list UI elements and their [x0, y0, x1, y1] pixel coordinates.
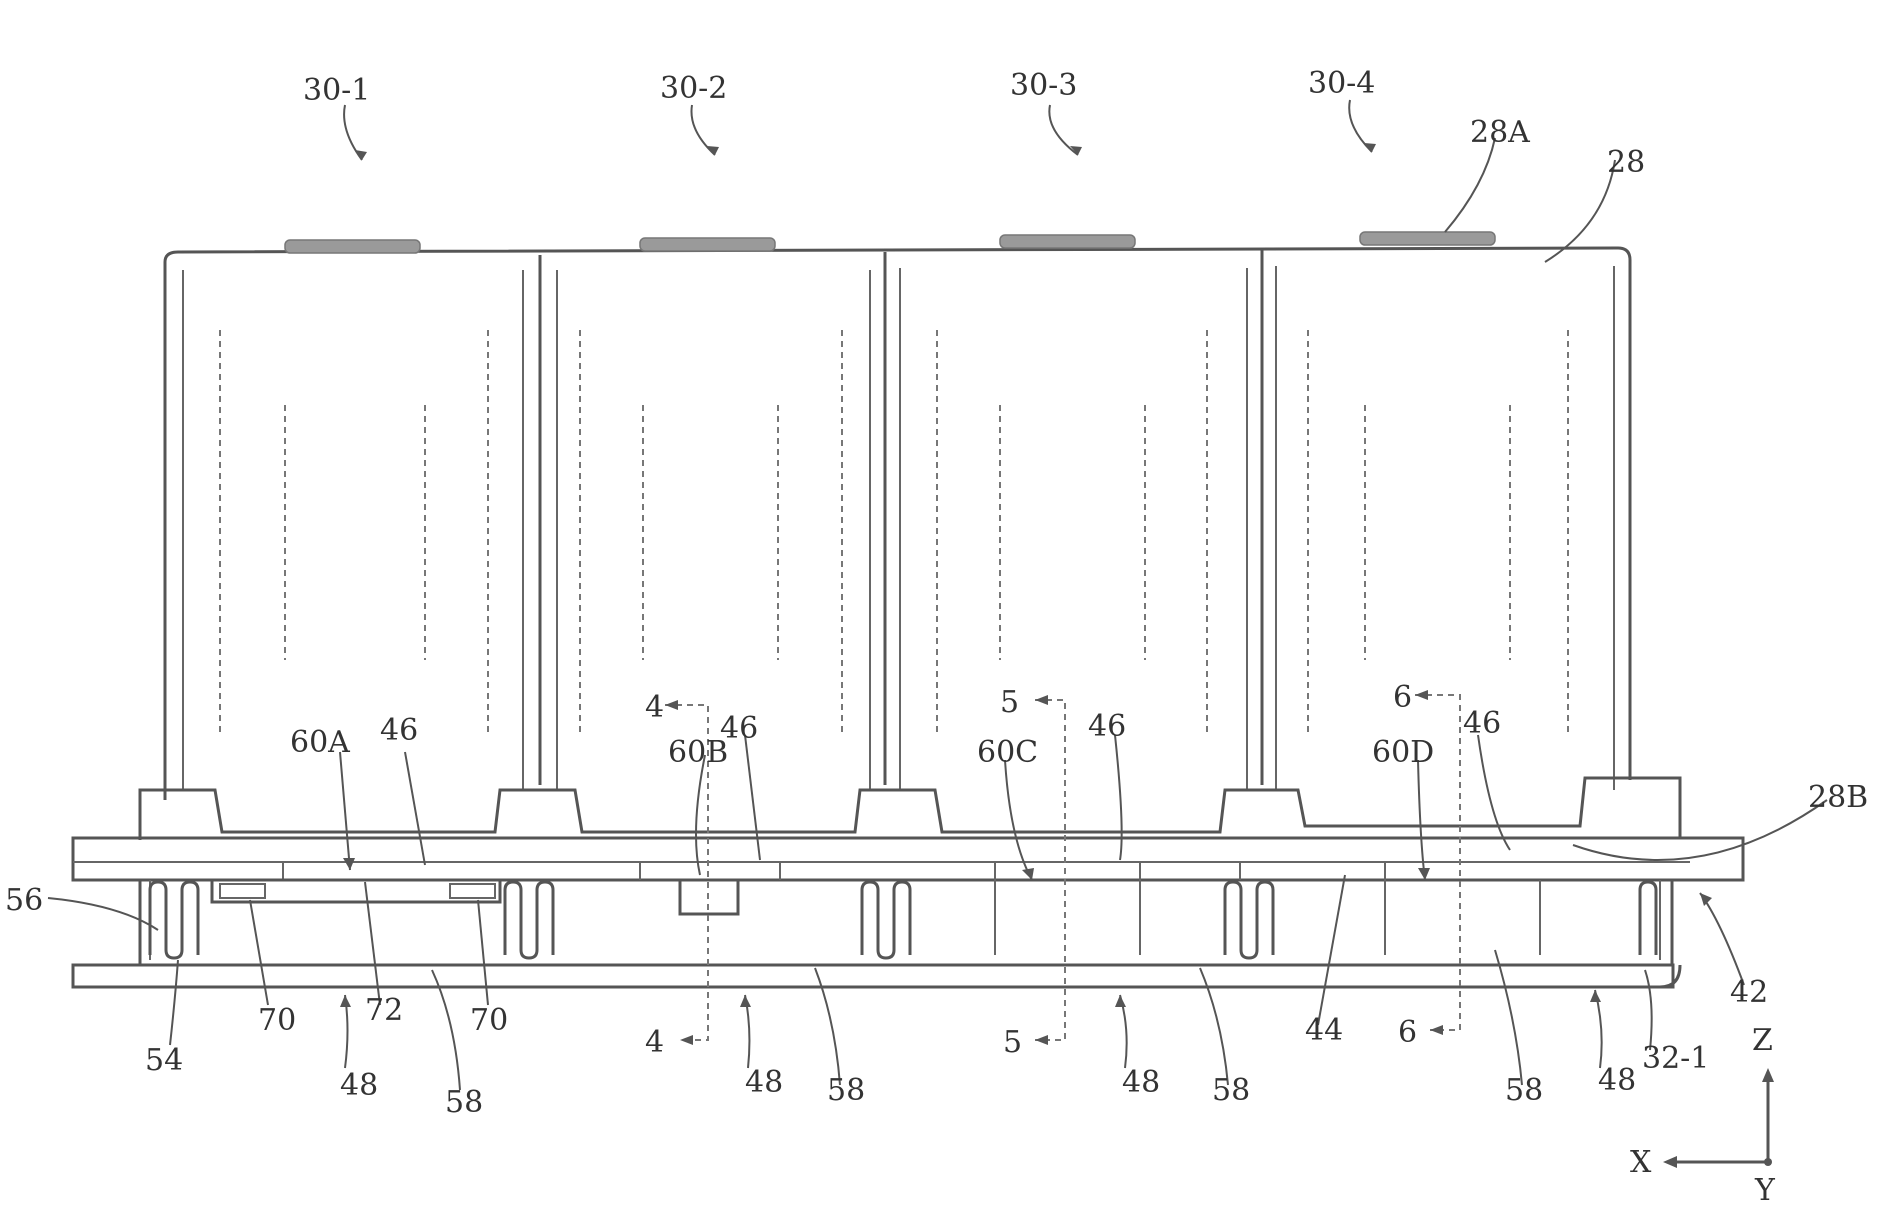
label-layer-46-b: 46 — [720, 711, 758, 746]
label-section-4-bottom: 4 — [645, 1025, 664, 1060]
label-ref-48-b: 48 — [745, 1065, 783, 1100]
lower-plate-outline — [73, 965, 1673, 987]
label-section-5-bottom: 5 — [1003, 1025, 1022, 1060]
label-ref-58-c: 58 — [1212, 1073, 1250, 1108]
label-ref-32-1: 32-1 — [1642, 1041, 1709, 1076]
label-ref-54: 54 — [145, 1043, 183, 1078]
section-arrow — [665, 700, 678, 710]
label-housing-28: 28 — [1607, 145, 1645, 180]
lower-plate-curve — [1660, 965, 1680, 987]
label-housing-28b: 28B — [1808, 780, 1868, 815]
label-plate-60a: 60A — [290, 725, 350, 760]
y-axis-origin — [1764, 1158, 1772, 1166]
label-cell-2: 30-2 — [660, 71, 727, 106]
section-arrow — [1035, 695, 1048, 705]
fin-2 — [505, 882, 553, 958]
label-section-5-top: 5 — [1000, 685, 1019, 720]
fin-4 — [1225, 882, 1273, 958]
label-layer-46-d: 46 — [1463, 706, 1501, 741]
label-cell-4: 30-4 — [1308, 66, 1375, 101]
channel-side — [150, 880, 1660, 960]
label-layer-46-c: 46 — [1088, 709, 1126, 744]
z-axis-arrow — [1762, 1068, 1774, 1082]
terminal-cap-2 — [640, 238, 775, 251]
section-line-5 — [1035, 700, 1065, 1040]
terminal-cap-1 — [285, 240, 420, 253]
label-ref-58-b: 58 — [827, 1073, 865, 1108]
label-fin-56: 56 — [5, 883, 43, 918]
label-section-4-top: 4 — [645, 690, 664, 725]
label-ref-72: 72 — [365, 993, 403, 1028]
label-plate-60d: 60D — [1372, 735, 1434, 770]
upper-plate — [73, 838, 1743, 880]
section-arrow — [1415, 690, 1428, 700]
label-ref-48-d: 48 — [1598, 1063, 1636, 1098]
label-ref-70-a: 70 — [258, 1003, 296, 1038]
section-arrow — [1430, 1025, 1443, 1035]
label-section-6-bottom: 6 — [1398, 1015, 1417, 1050]
axis-indicator — [1663, 1068, 1774, 1168]
terminal-cap-3 — [1000, 235, 1135, 248]
label-layer-46-a: 46 — [380, 713, 418, 748]
cell-bottom-tabs — [140, 778, 1680, 840]
label-ref-48-a: 48 — [340, 1068, 378, 1103]
label-ref-58-a: 58 — [445, 1085, 483, 1120]
section-arrow — [680, 1035, 693, 1045]
cell-internal-lines — [220, 330, 1568, 735]
section-arrow — [1035, 1035, 1048, 1045]
label-ref-42: 42 — [1730, 975, 1768, 1010]
fin-5 — [1640, 882, 1656, 955]
fin-3 — [862, 882, 910, 958]
upper-plate-outline — [73, 838, 1743, 880]
label-cell-1: 30-1 — [303, 73, 370, 108]
label-terminal-28a: 28A — [1470, 115, 1530, 150]
label-axis-z: Z — [1752, 1023, 1773, 1058]
pad-70-left — [220, 884, 265, 898]
pad-70-right — [450, 884, 495, 898]
label-axis-x: X — [1630, 1145, 1652, 1180]
label-ref-44: 44 — [1305, 1013, 1343, 1048]
label-ref-58-d: 58 — [1505, 1073, 1543, 1108]
label-plate-60c: 60C — [977, 735, 1038, 770]
label-cell-3: 30-3 — [1010, 68, 1077, 103]
lower-plate — [73, 965, 1680, 987]
label-axis-y: Y — [1754, 1173, 1776, 1207]
label-ref-48-c: 48 — [1122, 1065, 1160, 1100]
label-ref-70-b: 70 — [470, 1003, 508, 1038]
label-section-6-top: 6 — [1393, 680, 1412, 715]
fin-1 — [150, 882, 198, 958]
x-axis-arrow — [1663, 1156, 1677, 1168]
terminal-cap-4 — [1360, 232, 1495, 245]
section-lines — [665, 690, 1460, 1045]
